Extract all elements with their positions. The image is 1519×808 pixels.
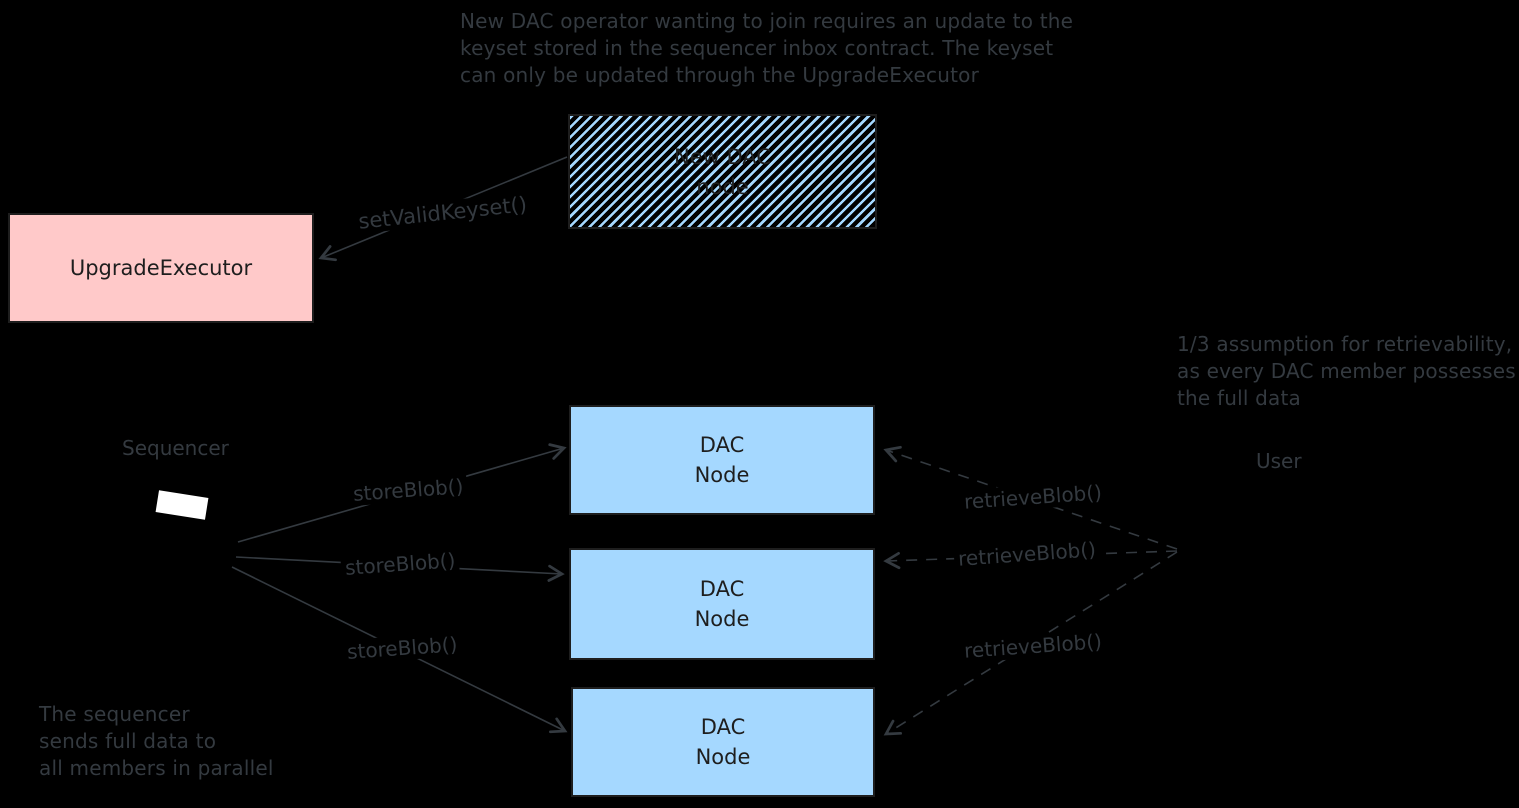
retrieve-blob-arrow-3 [883,551,1178,736]
dac-node-label-3: DAC Node [695,715,751,769]
dac-node-box-2: DAC Node [569,548,875,660]
note-sequencer-parallel: The sequencer sends full data to all mem… [39,702,274,780]
sequencer-data-blob [155,490,209,520]
dac-node-box-3: DAC Node [571,687,875,797]
dac-node-label-2: DAC Node [694,577,750,631]
dac-node-box-1: DAC Node [569,405,875,515]
note-retrievability: 1/3 assumption for retrievability, as ev… [1177,332,1516,410]
dac-node-label-1: DAC Node [694,433,750,487]
new-dac-node-box: New DAC node [568,114,877,229]
user-label: User [1256,449,1302,473]
upgrade-executor-box: UpgradeExecutor [8,213,314,323]
upgrade-executor-label: UpgradeExecutor [69,256,253,280]
sequencer-label: Sequencer [122,436,229,460]
note-keyset-update: New DAC operator wanting to join require… [460,9,1074,87]
new-dac-node-label: New DAC node [674,144,771,199]
